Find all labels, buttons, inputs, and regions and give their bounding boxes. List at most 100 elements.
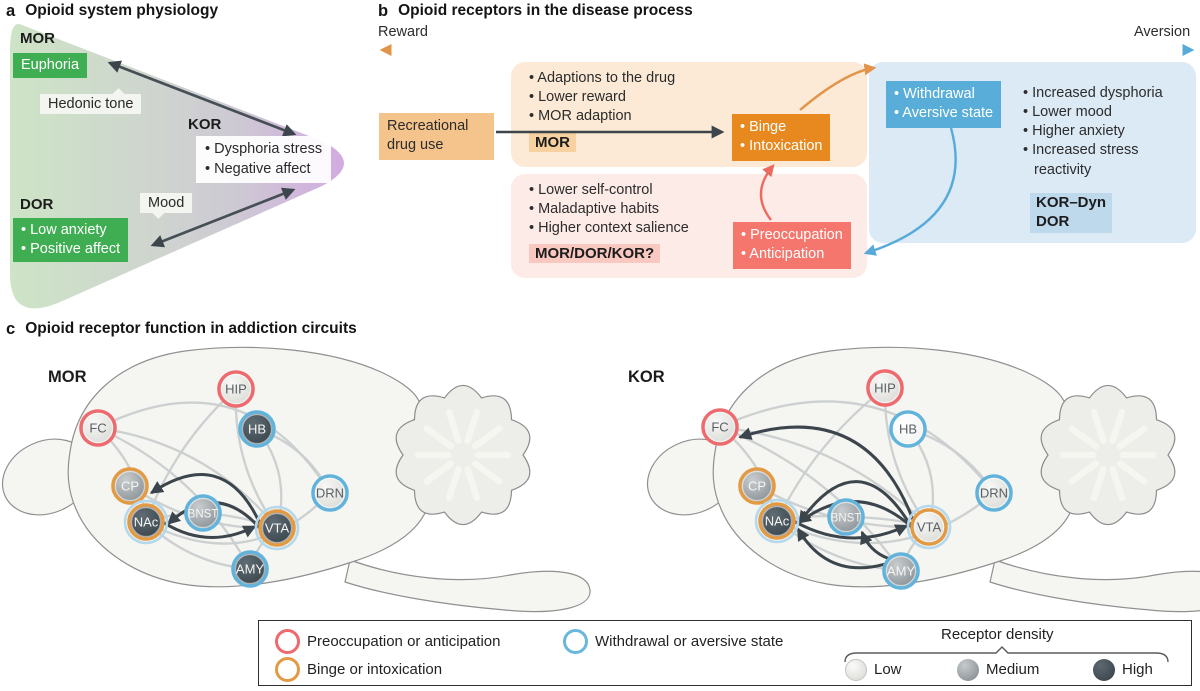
projection-KOR-AMY-to-NAc bbox=[796, 527, 886, 570]
phase-ring bbox=[738, 467, 776, 505]
mor-dor-kor-chip: MOR/DOR/KOR? bbox=[529, 244, 661, 263]
inner-highlight-ring bbox=[314, 477, 346, 509]
phase-ring bbox=[238, 410, 276, 448]
inner-highlight-ring bbox=[261, 512, 293, 544]
inner-highlight-ring bbox=[761, 505, 793, 537]
cerebellum-fold bbox=[445, 408, 462, 444]
density-high-swatch bbox=[1093, 659, 1115, 681]
brain-region-MOR-NAc: NAc bbox=[123, 499, 169, 545]
region-label-HB: HB bbox=[248, 422, 266, 437]
reward-label: Reward bbox=[378, 24, 428, 40]
inner-highlight-ring bbox=[913, 511, 945, 543]
brain-region-MOR-HB: HB bbox=[238, 410, 276, 448]
inner-highlight-ring bbox=[885, 555, 917, 587]
panel-b-letter: b bbox=[378, 2, 389, 20]
dor-heading: DOR bbox=[20, 196, 54, 213]
brain-region-MOR-VTA: VTA bbox=[254, 505, 300, 551]
inner-highlight-ring bbox=[234, 553, 266, 585]
cerebellum-fold bbox=[445, 466, 462, 502]
cerebellum-fold bbox=[1090, 466, 1107, 502]
cerebellum-outline bbox=[395, 384, 531, 526]
inner-highlight-ring bbox=[830, 501, 862, 533]
phase-ring bbox=[882, 552, 920, 590]
region-label-FC: FC bbox=[89, 421, 106, 436]
panel-c-title: c Opioid receptor function in addiction … bbox=[6, 320, 357, 339]
mor-bullet-1: • Adaptions to the drug bbox=[529, 70, 676, 86]
brain-region-MOR-AMY: AMY bbox=[231, 550, 269, 588]
preoccupation-line-1: • Preoccupation bbox=[741, 227, 843, 243]
panel-a-heading: Opioid system physiology bbox=[25, 2, 219, 19]
mood-label: Mood bbox=[140, 193, 193, 219]
connection-MOR-HIP-NAc bbox=[144, 387, 238, 524]
projection-MOR-VTA-to-CP bbox=[149, 473, 262, 525]
density-medium-swatch bbox=[957, 659, 979, 681]
region-label-BNST: BNST bbox=[831, 513, 862, 525]
withdrawal-legend-label: Withdrawal or aversive state bbox=[595, 633, 784, 650]
inner-highlight-ring bbox=[187, 497, 219, 529]
withdrawal-bullet-2: • Lower mood bbox=[1023, 104, 1112, 121]
withdrawal-panel-bullets: • Increased dysphoria • Lower mood • Hig… bbox=[1023, 84, 1163, 180]
region-label-NAc: NAc bbox=[765, 514, 790, 529]
phase-ring bbox=[111, 467, 149, 505]
inner-highlight-ring bbox=[130, 506, 162, 538]
cerebellum-shapes bbox=[395, 384, 1176, 526]
euphoria-box: Euphoria bbox=[13, 53, 88, 79]
phase-ring bbox=[827, 498, 865, 536]
binge-legend-label: Binge or intoxication bbox=[307, 661, 443, 678]
panel-b-heading: Opioid receptors in the disease process bbox=[398, 2, 693, 19]
brain-region-KOR-BNST: BNST bbox=[827, 498, 865, 536]
withdrawal-line-2: • Aversive state bbox=[894, 105, 994, 122]
dor-line: DOR bbox=[1036, 212, 1070, 230]
mood-axis-arrow bbox=[150, 187, 296, 248]
phase-ring bbox=[217, 370, 255, 408]
inner-highlight-ring bbox=[978, 477, 1010, 509]
projection-KOR-AMY-to-BNST bbox=[860, 530, 890, 560]
mor-heading: MOR bbox=[20, 30, 55, 47]
phase-ring bbox=[975, 474, 1013, 512]
inner-highlight-ring bbox=[741, 470, 773, 502]
mor-receptor-chip: MOR bbox=[529, 133, 576, 152]
kor-dyn-dor-chip: KOR–Dyn DOR bbox=[1030, 193, 1113, 233]
region-label-VTA: VTA bbox=[917, 520, 942, 535]
brain-region-MOR-DRN: DRN bbox=[311, 474, 349, 512]
kor-heading: KOR bbox=[188, 116, 222, 133]
outer-phase-ring bbox=[254, 505, 300, 551]
projection-KOR-VTA-to-FC bbox=[738, 425, 915, 521]
aversion-label: Aversion bbox=[1134, 24, 1191, 40]
region-label-CP: CP bbox=[121, 479, 139, 494]
cerebellum-fold bbox=[1116, 425, 1148, 450]
brain-region-KOR-CP: CP bbox=[738, 467, 776, 505]
preoccupation-anticipation-box: • Preoccupation • Anticipation bbox=[733, 222, 851, 269]
region-label-DRN: DRN bbox=[980, 486, 1008, 501]
kor-bullet-2: • Negative affect bbox=[205, 160, 311, 177]
phase-ring bbox=[79, 409, 117, 447]
inner-highlight-ring bbox=[869, 372, 901, 404]
inner-highlight-ring bbox=[114, 470, 146, 502]
preoccupation-line-2: • Anticipation bbox=[741, 246, 825, 263]
withdrawal-bullet-3: • Higher anxiety bbox=[1023, 123, 1125, 140]
withdrawal-bullet-1: • Increased dysphoria bbox=[1023, 85, 1163, 101]
brain-region-MOR-BNST: BNST bbox=[184, 494, 222, 532]
withdrawal-bullet-4: • Increased stress bbox=[1023, 142, 1139, 159]
phase-ring bbox=[758, 502, 796, 540]
cerebellum-fold bbox=[423, 425, 455, 450]
region-label-NAc: NAc bbox=[134, 515, 159, 530]
panel-c-heading: Opioid receptor function in addiction ci… bbox=[25, 320, 357, 337]
projection-KOR-VTA-to-NAc bbox=[798, 480, 913, 528]
inner-highlight-ring bbox=[82, 412, 114, 444]
phase-ring bbox=[184, 494, 222, 532]
preoccupation-legend-label: Preoccupation or anticipation bbox=[307, 633, 501, 650]
brain-region-KOR-NAc: NAc bbox=[754, 498, 800, 544]
region-label-AMY: AMY bbox=[236, 562, 265, 577]
inner-highlight-ring bbox=[220, 373, 252, 405]
connection-MOR-NAc-DRN bbox=[144, 491, 332, 545]
cerebellum-fold bbox=[464, 466, 481, 502]
region-label-HB: HB bbox=[899, 422, 917, 437]
kor-brain-label: KOR bbox=[628, 368, 665, 386]
brain-region-KOR-VTA: VTA bbox=[906, 504, 952, 550]
cerebellum-fold bbox=[1116, 460, 1148, 485]
hedonic-tone-axis-arrow bbox=[107, 60, 297, 137]
connection-MOR-FC-VTA bbox=[96, 426, 279, 530]
binge-line-2: • Intoxication bbox=[740, 138, 823, 155]
phase-ring bbox=[258, 509, 296, 547]
